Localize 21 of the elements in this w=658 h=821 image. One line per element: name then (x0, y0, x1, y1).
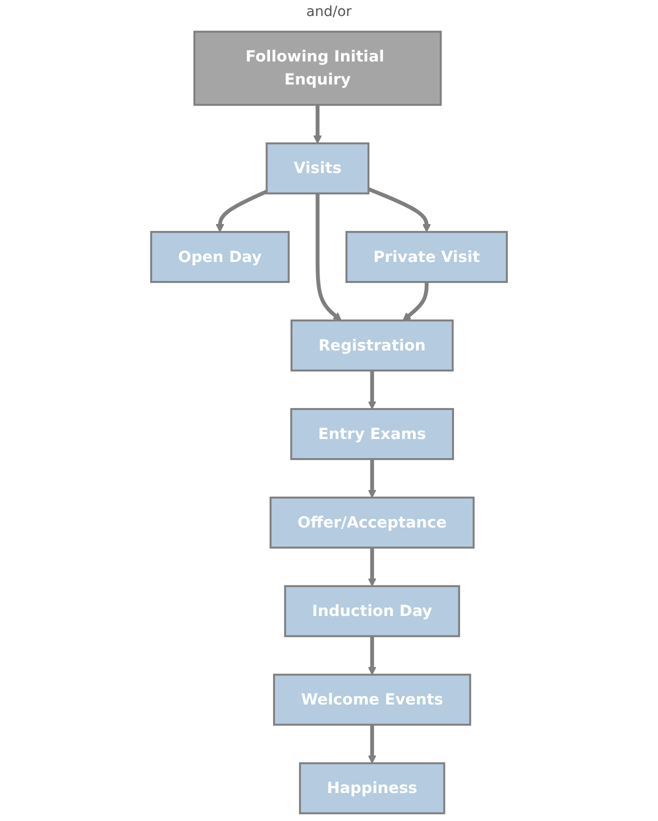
arrow (313, 104, 322, 144)
arrow (316, 193, 342, 321)
node-box: Induction Day (284, 585, 460, 638)
arrow (368, 187, 431, 232)
arrow (368, 370, 376, 410)
node-box: Private Visit (345, 230, 508, 283)
node-box: Happiness (299, 762, 446, 814)
node-box: Welcome Events (273, 674, 472, 726)
node-box: Visits (266, 142, 370, 194)
arrow (216, 190, 268, 232)
arrow (368, 459, 376, 498)
node-box: Entry Exams (290, 408, 454, 460)
arrow (368, 636, 376, 676)
arrow (402, 282, 429, 321)
arrow (368, 724, 376, 764)
node-box: Registration (290, 320, 454, 372)
node-box: Following Initial Enquiry (193, 30, 442, 106)
node-box: Open Day (150, 230, 290, 283)
arrow (368, 548, 376, 587)
node-box: Offer/Acceptance (270, 496, 475, 549)
note-text: and/or (306, 4, 352, 20)
